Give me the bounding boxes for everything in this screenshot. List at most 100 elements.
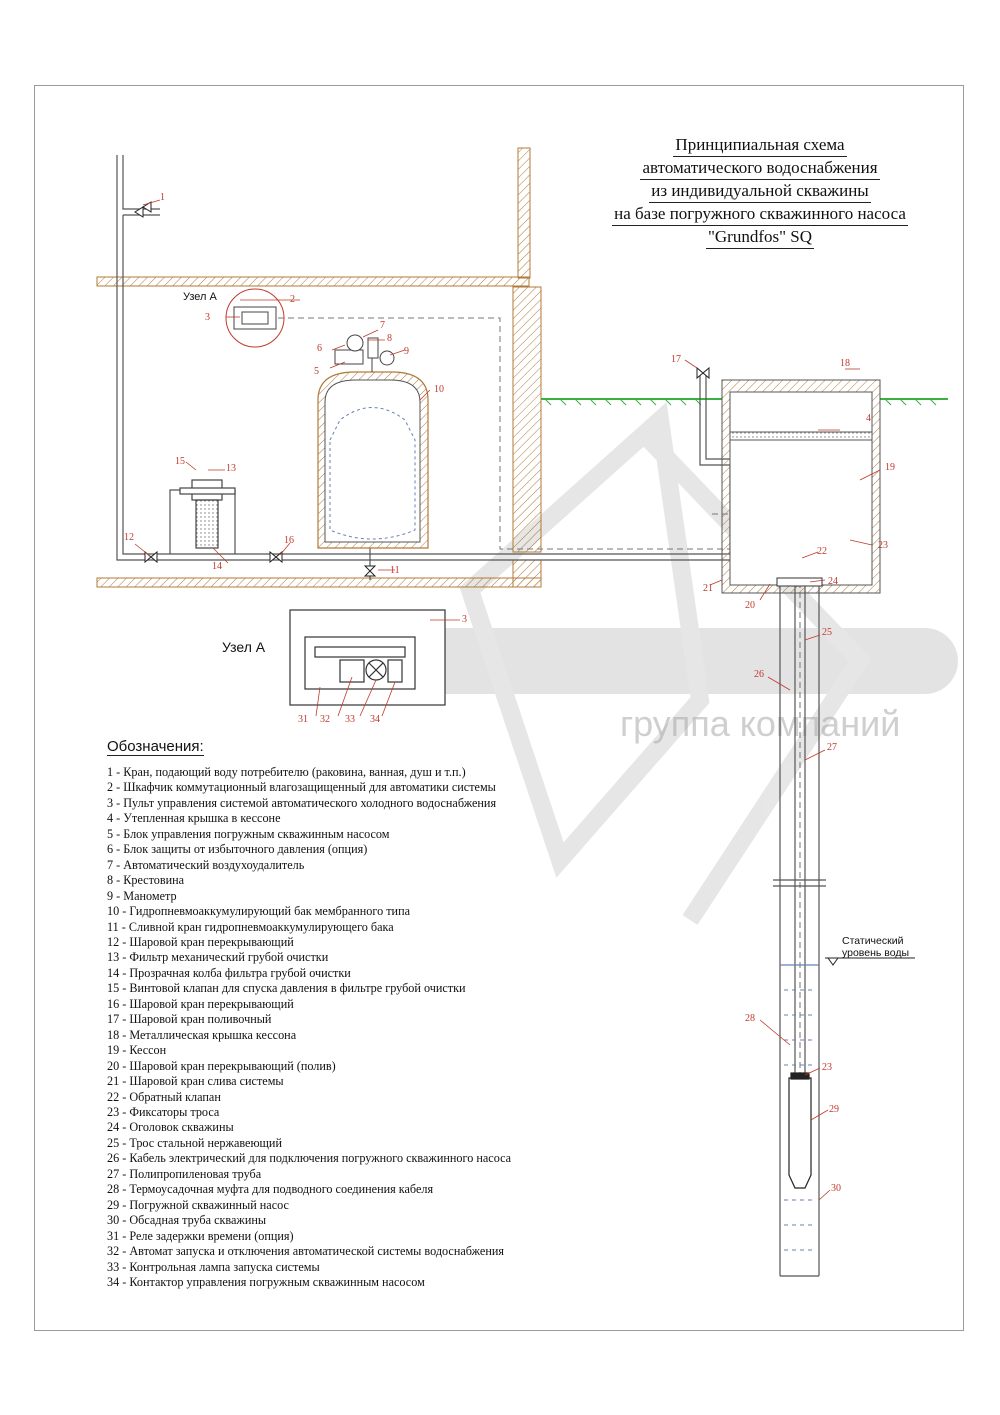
legend-list: 1 - Кран, подающий воду потребителю (рак…: [107, 765, 511, 1290]
legend-item: 26 - Кабель электрический для подключени…: [107, 1151, 512, 1166]
legend-item: 11 - Сливной кран гидропневмоаккумулирую…: [107, 919, 394, 934]
callout-13: 13: [226, 463, 236, 474]
callout-8: 8: [387, 333, 392, 344]
node-a-detail: [289, 609, 446, 706]
callout-15: 15: [175, 456, 185, 467]
callout-6: 6: [317, 343, 322, 354]
callout-3: 3: [205, 312, 210, 323]
callout-4: 4: [866, 413, 871, 424]
callout-19: 19: [885, 462, 895, 473]
callout-28: 28: [745, 1013, 755, 1024]
callout-20: 20: [745, 600, 755, 611]
callout-34: 34: [370, 714, 380, 725]
legend-item: 27 - Полипропиленовая труба: [107, 1166, 262, 1181]
callout-32: 32: [320, 714, 330, 725]
callout-16: 16: [284, 535, 294, 546]
legend-item: 5 - Блок управления погружным скважинным…: [107, 826, 390, 841]
diagram-title: Принципиальная схема автоматического вод…: [590, 134, 930, 249]
callout-7: 7: [380, 320, 385, 331]
watermark-logo: [388, 402, 958, 925]
pressure-tank: [317, 371, 429, 549]
coarse-filter: [179, 479, 236, 549]
callout-17: 17: [671, 354, 681, 365]
callout-23: 23: [878, 540, 888, 551]
callout-30: 30: [831, 1183, 841, 1194]
legend-item: 17 - Шаровой кран поливочный: [107, 1012, 272, 1027]
callout-9: 9: [404, 346, 409, 357]
callout-14: 14: [212, 561, 222, 572]
static-label-line-2: уровень воды: [842, 947, 910, 959]
callout-18: 18: [840, 358, 850, 369]
callout-31: 31: [298, 714, 308, 725]
legend-item: 2 - Шкафчик коммутационный влагозащищенн…: [107, 780, 496, 795]
legend-item: 13 - Фильтр механический грубой очистки: [107, 950, 329, 965]
submersible-pump: [788, 1072, 812, 1189]
callout-3b: 3: [462, 614, 467, 625]
legend-item: 7 - Автоматический воздухоудалитель: [107, 857, 305, 872]
node-a-top-label: Узел А: [183, 291, 217, 303]
node-a-detail-label: Узел А: [222, 639, 266, 655]
legend-item: 31 - Реле задержки времени (опция): [107, 1228, 294, 1243]
legend-item: 21 - Шаровой кран слива системы: [107, 1074, 284, 1089]
callout-numbers: 1 2 3 4 5 6 7 8 9 10 11 12 13 14 15 16 1…: [124, 192, 895, 1194]
callout-12: 12: [124, 532, 134, 543]
callout-2: 2: [290, 294, 295, 305]
legend-item: 33 - Контрольная лампа запуска системы: [107, 1259, 320, 1274]
title-line-4: на базе погружного скважинного насоса: [612, 203, 908, 226]
legend-item: 9 - Манометр: [107, 888, 177, 903]
pressure-switch-group: [334, 334, 395, 372]
static-label-line-1: Статический: [842, 935, 904, 947]
node-a-small: [225, 288, 285, 348]
legend-item: 10 - Гидропневмоаккумулирующий бак мембр…: [107, 904, 411, 919]
legend-item: 8 - Крестовина: [107, 873, 185, 888]
ground-line: [541, 398, 948, 406]
legend-item: 1 - Кран, подающий воду потребителю (рак…: [107, 765, 466, 779]
callout-21: 21: [703, 583, 713, 594]
legend-item: 15 - Винтовой клапан для спуска давления…: [107, 981, 466, 996]
legend-item: 6 - Блок защиты от избыточного давления …: [107, 842, 368, 857]
callout-27: 27: [827, 742, 837, 753]
callout-33: 33: [345, 714, 355, 725]
legend-item: 29 - Погружной скважинный насос: [107, 1197, 289, 1212]
legend-item: 28 - Термоусадочная муфта для подводного…: [107, 1182, 434, 1197]
legend-item: 16 - Шаровой кран перекрывающий: [107, 996, 294, 1011]
watermark-brand: ГИДРОКОМПЛЕКТ: [418, 637, 823, 685]
callout-22: 22: [817, 546, 827, 557]
drawing-frame: [34, 85, 964, 1331]
callout-29: 29: [829, 1104, 839, 1115]
legend-item: 3 - Пульт управления системой автоматиче…: [107, 795, 497, 810]
title-line-2: автоматического водоснабжения: [640, 157, 880, 180]
legend-item: 20 - Шаровой кран перекрывающий (полив): [107, 1058, 336, 1073]
callout-11: 11: [390, 565, 400, 576]
legend-item: 22 - Обратный клапан: [107, 1089, 221, 1104]
callout-10: 10: [434, 384, 444, 395]
well-casing: [773, 586, 826, 1277]
static-level-mark: [825, 957, 915, 966]
legend-item: 24 - Оголовок скважины: [107, 1120, 234, 1135]
legend-item: 4 - Утепленная крышка в кессоне: [107, 811, 281, 826]
static-water-level-label: Статический уровень воды: [842, 935, 909, 959]
watermark-subtitle: группа компаний: [620, 703, 901, 744]
legend-item: 32 - Автомат запуска и отключения автома…: [107, 1244, 504, 1259]
callout-1: 1: [160, 192, 165, 203]
title-line-1: Принципиальная схема: [673, 134, 847, 157]
legend-item: 30 - Обсадная труба скважины: [107, 1213, 267, 1228]
well-water: [784, 989, 816, 1251]
callout-leaders: [134, 199, 881, 1201]
callout-25: 25: [822, 627, 832, 638]
title-line-5: "Grundfos" SQ: [705, 226, 815, 249]
legend-item: 23 - Фиксаторы троса: [107, 1104, 220, 1119]
legend-item: 34 - Контактор управления погружным сква…: [107, 1274, 425, 1289]
legend-title: Обозначения:: [107, 738, 204, 756]
legend-item: 18 - Металлическая крышка кессона: [107, 1027, 297, 1042]
legend-item: 14 - Прозрачная колба фильтра грубой очи…: [107, 965, 351, 980]
callout-5: 5: [314, 366, 319, 377]
legend-item: 19 - Кессон: [107, 1043, 167, 1058]
callout-24: 24: [828, 576, 838, 587]
house-walls: [96, 147, 542, 588]
caisson: [721, 379, 881, 594]
callout-26: 26: [754, 669, 764, 680]
legend-item: 12 - Шаровой кран перекрывающий: [107, 934, 294, 949]
callout-23b: 23: [822, 1062, 832, 1073]
